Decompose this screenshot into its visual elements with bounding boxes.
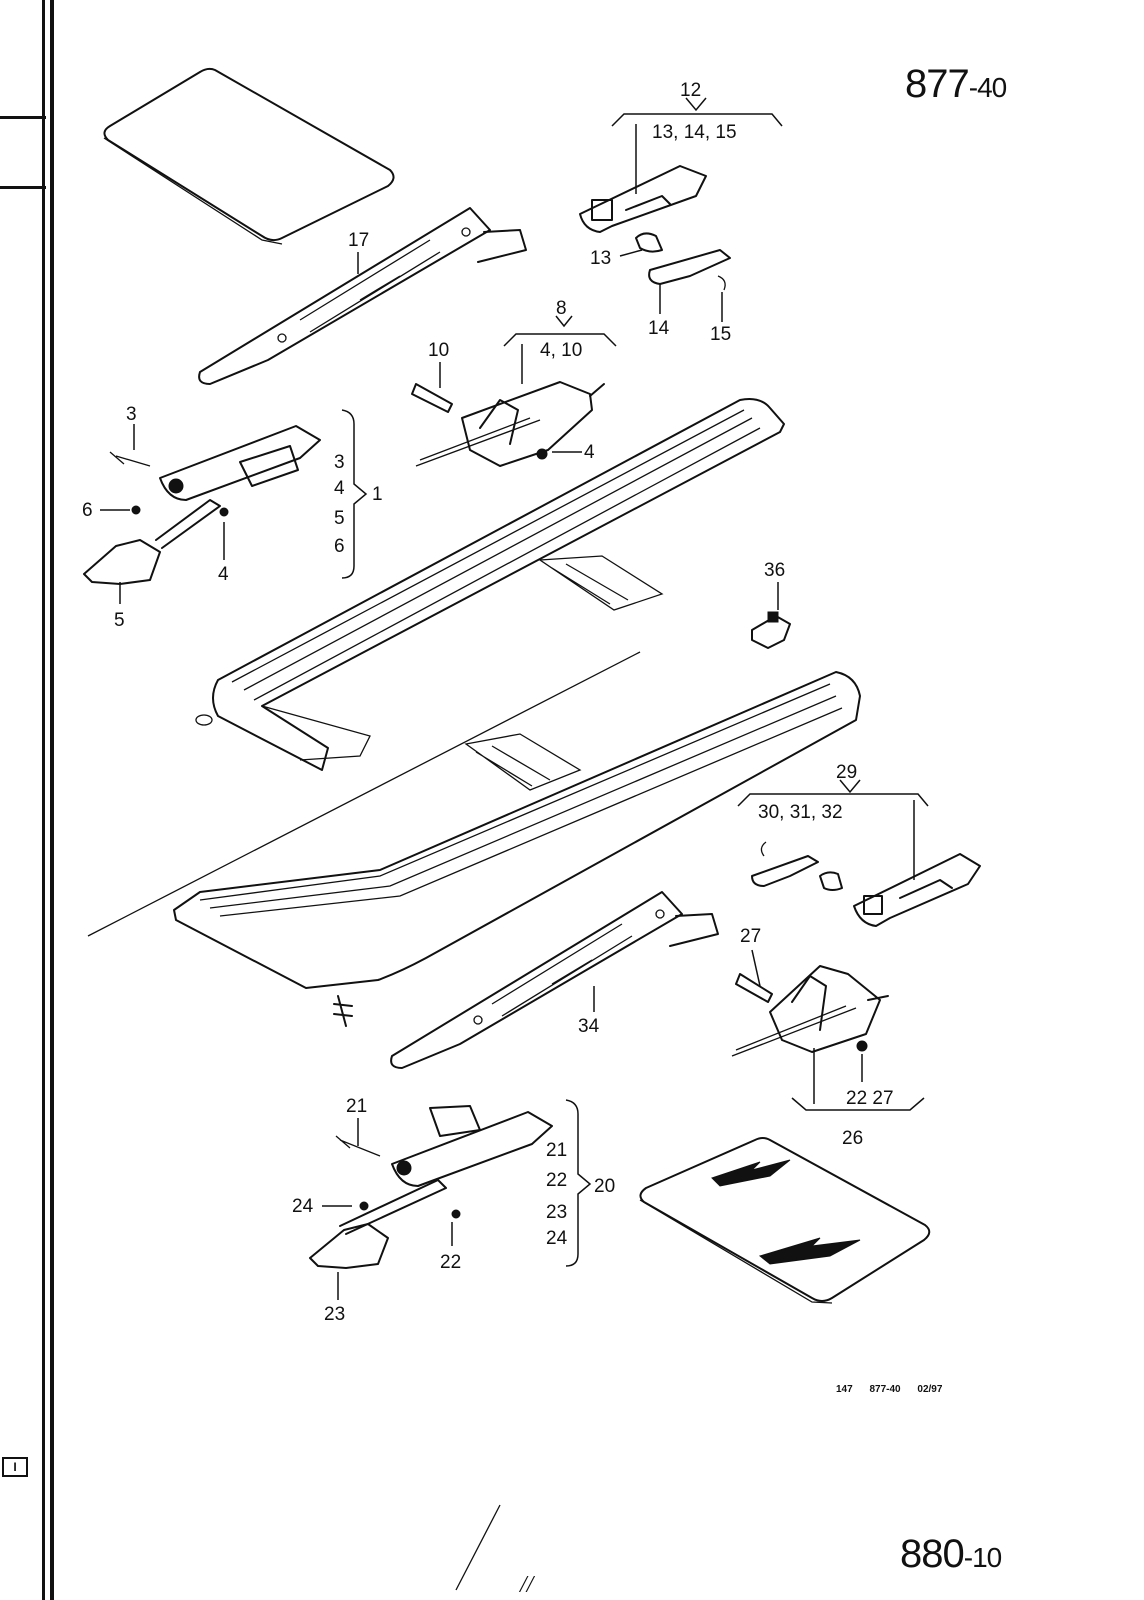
callout-5: 5 [114,610,125,631]
callout-36: 36 [764,560,785,581]
callout-12-group: 13, 14, 15 [652,122,737,143]
callout-6: 6 [82,500,93,521]
guide-rail-34 [390,891,719,1069]
callout-1-list-item: 3 [334,452,345,473]
section-divider-line [87,651,641,937]
callout-26: 26 [842,1128,863,1149]
callout-22: 22 [440,1252,461,1273]
slider-assembly-1 [83,425,321,585]
callout-17: 17 [348,230,369,251]
callout-29: 29 [836,762,857,783]
callout-26-group: 22 27 [846,1088,894,1109]
lever-unit-29 [751,841,981,927]
guide-rail-17 [198,207,527,385]
page-code-top-suffix: -40 [968,72,1007,103]
margin-tick [0,116,46,119]
callout-12: 12 [680,80,701,101]
callout-20: 20 [594,1176,615,1197]
slider-assembly-20 [309,1105,553,1269]
binder-edge-line [42,0,45,1600]
callout-4-slider: 4 [218,564,229,585]
page-code-bottom-main: 880 [900,1532,965,1576]
callout-15: 15 [710,324,731,345]
callout-1-list-item: 5 [334,508,345,529]
callout-leaders [100,97,929,1300]
page-code-bottom: 880-10 [900,1532,1002,1577]
callout-20-list-item: 21 [546,1140,567,1161]
glass-panel-bottom [639,1137,931,1304]
callout-1: 1 [372,484,383,505]
callout-8-group: 4, 10 [540,340,582,361]
binder-edge-line-inner [50,0,54,1600]
lever-unit-12 [579,165,731,291]
callout-20-list-item: 23 [546,1202,567,1223]
callout-1-list-item: 6 [334,536,345,557]
callout-8: 8 [556,298,567,319]
clip-36 [751,611,791,649]
callout-23: 23 [324,1304,345,1325]
callout-24: 24 [292,1196,314,1217]
callout-3: 3 [126,404,137,425]
drive-unit-26 [731,965,889,1057]
drawing-reference: 147 877-40 02/97 [836,1384,943,1395]
callout-27-bolt: 27 [740,926,761,947]
callout-21: 21 [346,1096,367,1117]
callout-4-drive: 4 [584,442,595,463]
callout-1-list-item: 4 [334,478,345,499]
callout-14: 14 [648,318,670,339]
page-code-bottom-suffix: -10 [963,1542,1002,1573]
page-code-top: 877-40 [905,62,1007,107]
callout-34: 34 [578,1016,600,1037]
callout-20-list-item: 22 [546,1170,567,1191]
pen-mark: // [520,1572,534,1598]
callout-29-group: 30, 31, 32 [758,802,843,823]
margin-tick [0,186,46,189]
pen-stroke [455,1504,501,1591]
callout-20-list-item: 24 [546,1228,568,1249]
page-tab-icon: I [2,1457,28,1477]
drive-unit-8 [411,381,605,467]
sunroof-frame-upper [195,398,785,771]
callout-13: 13 [590,248,611,269]
sunroof-frame-lower [173,671,861,1027]
page-code-top-main: 877 [905,62,970,106]
callout-10: 10 [428,340,449,361]
glass-panel-top [103,67,395,245]
